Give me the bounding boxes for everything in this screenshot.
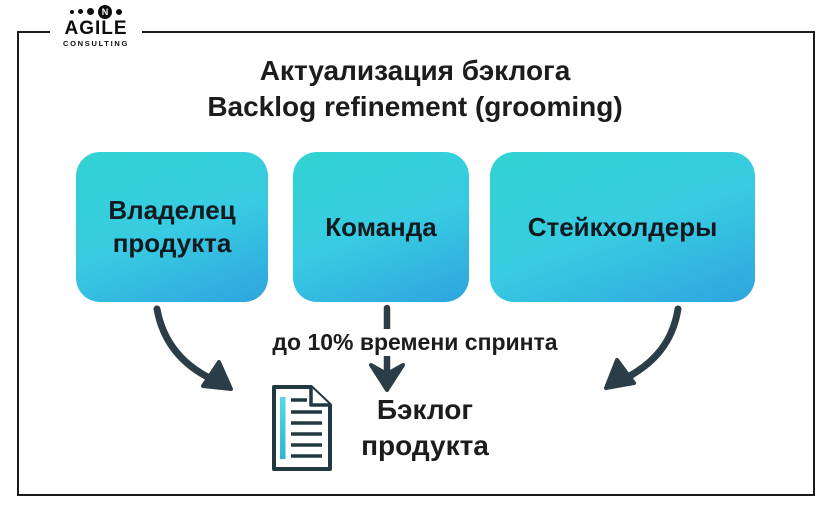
title-line-en: Backlog refinement (grooming) <box>207 91 623 122</box>
agile-consulting-logo: N AGILE CONSULTING <box>50 2 142 51</box>
result-line-1: Бэклог <box>376 394 474 425</box>
frame-border <box>17 31 815 496</box>
role-box-stakeholders: Стейкхолдеры <box>490 152 755 302</box>
annotation-sprint-time: до 10% времени спринта <box>0 329 830 356</box>
logo-subtitle-text: CONSULTING <box>62 39 130 48</box>
document-icon <box>272 385 332 471</box>
role-label: Команда <box>325 211 437 242</box>
result-label-product-backlog: Бэклог продукта <box>340 392 510 464</box>
role-label: Владелец продукта <box>108 195 236 258</box>
page-title: Актуализация бэклога Backlog refinement … <box>0 53 830 125</box>
title-line-ru: Актуализация бэклога <box>259 55 571 86</box>
logo-dots-icon: N <box>54 4 138 19</box>
logo-brand-text: AGILE <box>64 18 128 39</box>
role-box-product-owner: Владелец продукта <box>76 152 268 302</box>
role-label: Стейкхолдеры <box>527 211 718 242</box>
role-box-team: Команда <box>293 152 469 302</box>
result-line-2: продукта <box>361 430 489 461</box>
logo-n-mark: N <box>98 4 112 19</box>
